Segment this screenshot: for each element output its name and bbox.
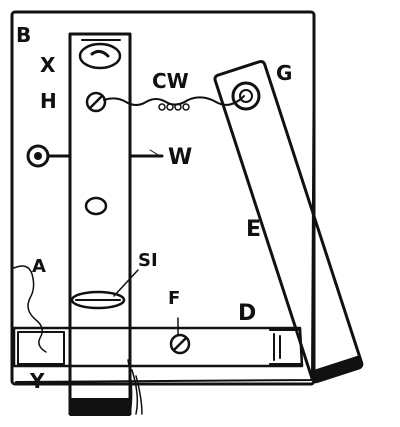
- rod-w: [26, 144, 164, 168]
- label-y: Y: [29, 369, 45, 393]
- cross-piece-d: [12, 326, 304, 368]
- leader-w: [149, 149, 161, 157]
- label-b: B: [16, 23, 31, 47]
- vertical-strip: [68, 32, 143, 416]
- label-g: G: [276, 61, 292, 85]
- screw-h: [85, 91, 107, 113]
- label-cw: CW: [152, 69, 189, 93]
- hatched-block-y: [17, 331, 65, 365]
- label-w: W: [168, 145, 192, 170]
- screw-f: [169, 317, 191, 355]
- label-si: SI: [138, 250, 158, 271]
- label-a: A: [32, 256, 46, 277]
- wire-a: [13, 265, 47, 353]
- label-h: H: [40, 89, 57, 113]
- label-d: D: [238, 301, 256, 326]
- label-e: E: [246, 217, 261, 242]
- screw-g: [231, 81, 261, 111]
- leader-si: [113, 269, 139, 297]
- label-x: X: [40, 53, 56, 77]
- connecting-wire-cw: [103, 95, 245, 111]
- label-f: F: [168, 288, 180, 309]
- bar-e: [213, 59, 364, 384]
